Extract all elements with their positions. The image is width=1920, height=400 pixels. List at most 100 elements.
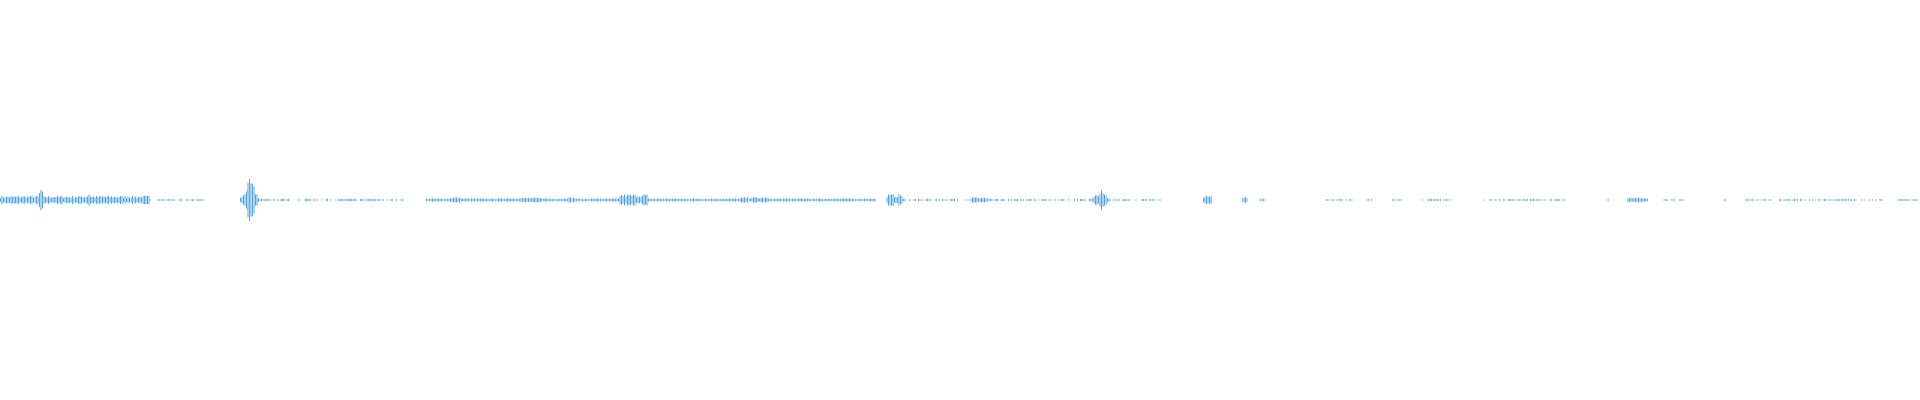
waveform-sample [1068,199,1069,201]
waveform-sample [112,197,114,203]
waveform-sample [604,198,606,202]
waveform-sample [796,199,798,201]
waveform-sample [753,197,754,203]
waveform-sample [1371,199,1372,201]
waveform-sample [91,196,93,204]
waveform-sample [1812,199,1813,201]
waveform-sample [501,198,502,202]
waveform-sample [1107,197,1108,203]
waveform-sample [1665,199,1666,201]
waveform-sample [979,198,981,202]
waveform-sample [1089,198,1090,201]
waveform-sample [148,195,150,205]
waveform-sample [66,196,67,204]
waveform-sample [1666,199,1668,201]
waveform-sample [181,199,183,201]
waveform-sample [994,198,996,202]
waveform-sample [196,199,198,201]
waveform-sample [258,198,259,202]
waveform-sample [481,198,483,202]
waveform-sample [519,198,520,202]
waveform-sample [48,196,49,204]
waveform-sample [1540,199,1542,201]
waveform-sample [135,196,136,204]
waveform-sample [561,199,562,201]
waveform-sample [721,199,723,201]
waveform-sample [391,198,393,202]
waveform-sample [901,196,903,204]
waveform-sample [813,198,814,202]
waveform-sample [1641,198,1642,202]
waveform-sample [1434,199,1435,201]
waveform-sample [349,199,351,201]
waveform-sample [466,198,468,202]
waveform-sample [78,196,79,204]
waveform-sample [1537,199,1539,201]
waveform-sample [1836,199,1837,201]
waveform-sample [1399,199,1401,201]
waveform-sample [825,198,826,202]
waveform-sample [202,199,204,201]
waveform-sample [669,199,670,202]
waveform-sample [874,198,876,202]
waveform-sample [1752,199,1753,201]
waveform-sample [1243,197,1245,203]
waveform-sample [964,199,966,201]
waveform-sample [639,196,640,204]
waveform-sample [588,199,589,201]
waveform-sample [765,197,766,203]
waveform-sample [288,198,289,202]
waveform-sample [441,198,442,202]
waveform-sample [787,198,789,202]
waveform-sample [1020,199,1021,201]
waveform-sample [975,197,976,203]
waveform-sample [313,198,315,202]
waveform-sample [766,197,768,203]
waveform-sample [1428,199,1429,201]
waveform-sample [742,197,744,203]
waveform-sample [453,197,454,203]
waveform-sample [1794,199,1795,201]
waveform-sample [166,199,168,201]
waveform-sample [133,197,135,203]
waveform-sample [70,197,72,203]
waveform-sample [1674,199,1675,201]
waveform-sample [676,198,678,202]
waveform-sample [141,197,142,203]
waveform-sample [1123,199,1125,201]
waveform-sample [19,197,21,203]
waveform-sample [28,196,30,203]
waveform-sample [1635,197,1636,203]
waveform-sample [268,199,270,201]
waveform-sample [523,197,525,203]
waveform-sample [1557,199,1558,201]
waveform-sample [36,195,37,205]
waveform-sample [201,199,202,201]
waveform-sample [445,198,447,202]
waveform-sample [75,197,76,203]
waveform-sample [957,199,958,201]
waveform-sample [700,199,702,201]
waveform-sample [852,198,853,202]
waveform-sample [949,199,951,201]
waveform-sample [973,197,975,203]
waveform-sample [841,198,843,202]
waveform-sample [607,198,609,202]
waveform-sample [1153,199,1155,201]
waveform-sample [930,199,931,201]
waveform-sample [663,198,664,202]
waveform-sample [936,199,937,201]
waveform-sample [1606,199,1608,201]
waveform-sample [1204,196,1206,204]
waveform-sample [363,199,364,201]
waveform-sample [1033,199,1035,201]
waveform-sample [856,199,858,201]
waveform-sample [720,199,721,201]
waveform-sample [597,198,598,202]
waveform-sample [1099,193,1101,207]
waveform-sample [480,198,481,202]
waveform-sample [316,199,318,201]
waveform-sample [891,194,892,206]
waveform-sample [904,198,906,201]
